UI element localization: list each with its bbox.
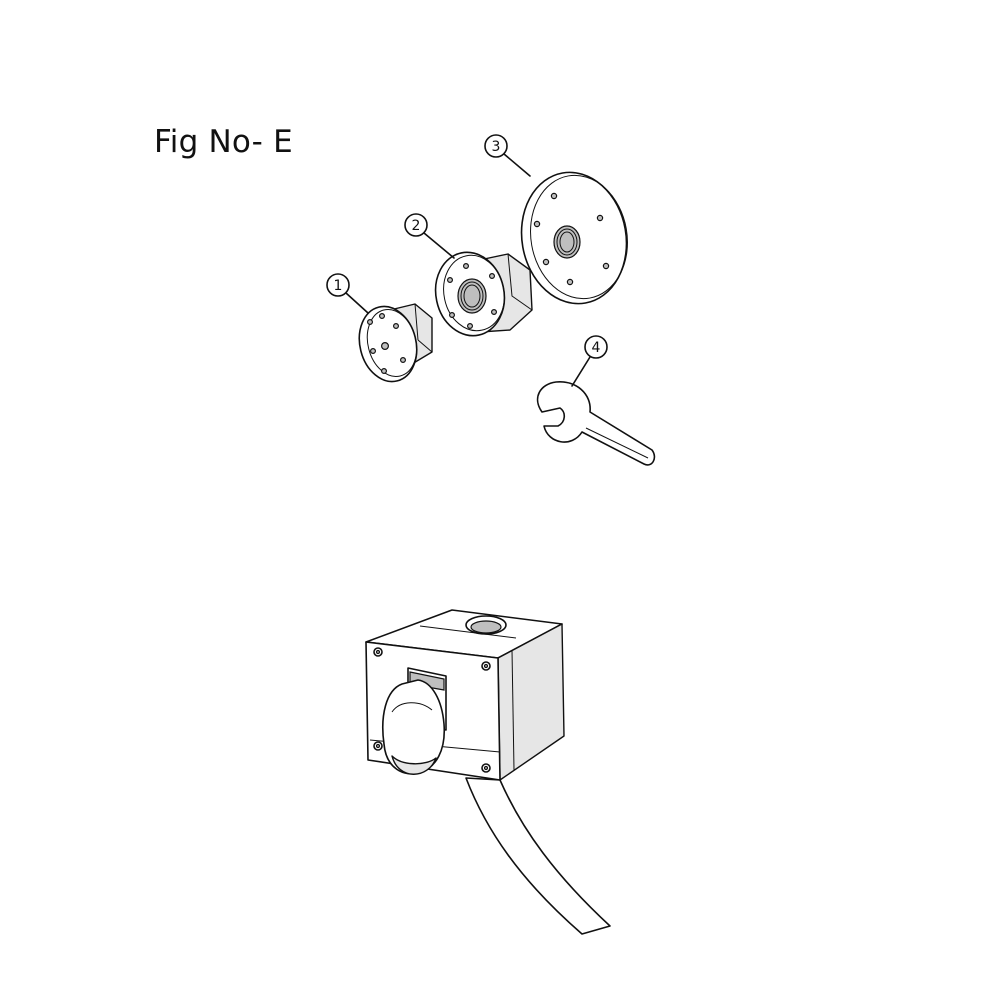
part-2-adapter [434,251,533,337]
callout-4: 4 [571,335,608,387]
enclosure-box [365,609,611,935]
part-3-flange [520,171,628,305]
callout-2: 2 [404,213,455,259]
part-4-spanner [536,381,656,466]
callout-1: 1 [326,273,369,314]
callout-number: 4 [592,340,601,356]
part-1-plug [358,303,433,383]
figure-title: Fig No- E [154,124,293,160]
callout-3: 3 [484,134,531,177]
callout-number: 1 [334,278,343,294]
callout-number: 2 [412,218,421,234]
callout-number: 3 [492,139,501,155]
